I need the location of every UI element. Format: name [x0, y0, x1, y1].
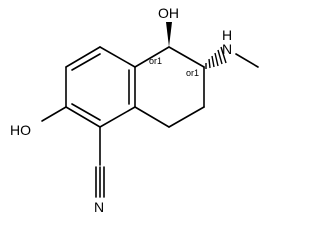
stereo-label-c6: or1: [186, 68, 199, 78]
atom-oh-top: OH: [158, 5, 179, 21]
bond-ar-c8a-c8: [99, 46, 136, 68]
bond-ar-inner-2: [71, 103, 101, 121]
atom-n-amine: N: [222, 41, 232, 57]
bond-n-methyl: [235, 53, 259, 68]
bond-c6-oh: [41, 106, 67, 122]
molecule-diagram: OH N H HO N or1 or1: [10, 5, 259, 215]
bond-c8a-c1: [134, 46, 170, 68]
bond-ar-inner-1: [71, 53, 101, 71]
atom-n-nitrile: N: [94, 199, 104, 215]
stereo-label-c5: or1: [149, 56, 162, 66]
bond-c3-c4: [168, 106, 205, 128]
atom-h-amine: H: [222, 27, 232, 43]
bond-ar-c5-c4a: [99, 106, 136, 128]
hashed-bond-n: [205, 46, 227, 69]
structure-canvas: OH N H HO N or1 or1: [10, 5, 259, 215]
wedge-bond-oh: [166, 22, 172, 47]
bond-c1-c2: [168, 46, 205, 68]
bond-ar-c6-c5: [65, 106, 101, 128]
bond-ar-c8-c7: [65, 46, 101, 68]
bond-c4-c4a: [134, 106, 170, 128]
atom-ho-left: HO: [10, 122, 31, 138]
